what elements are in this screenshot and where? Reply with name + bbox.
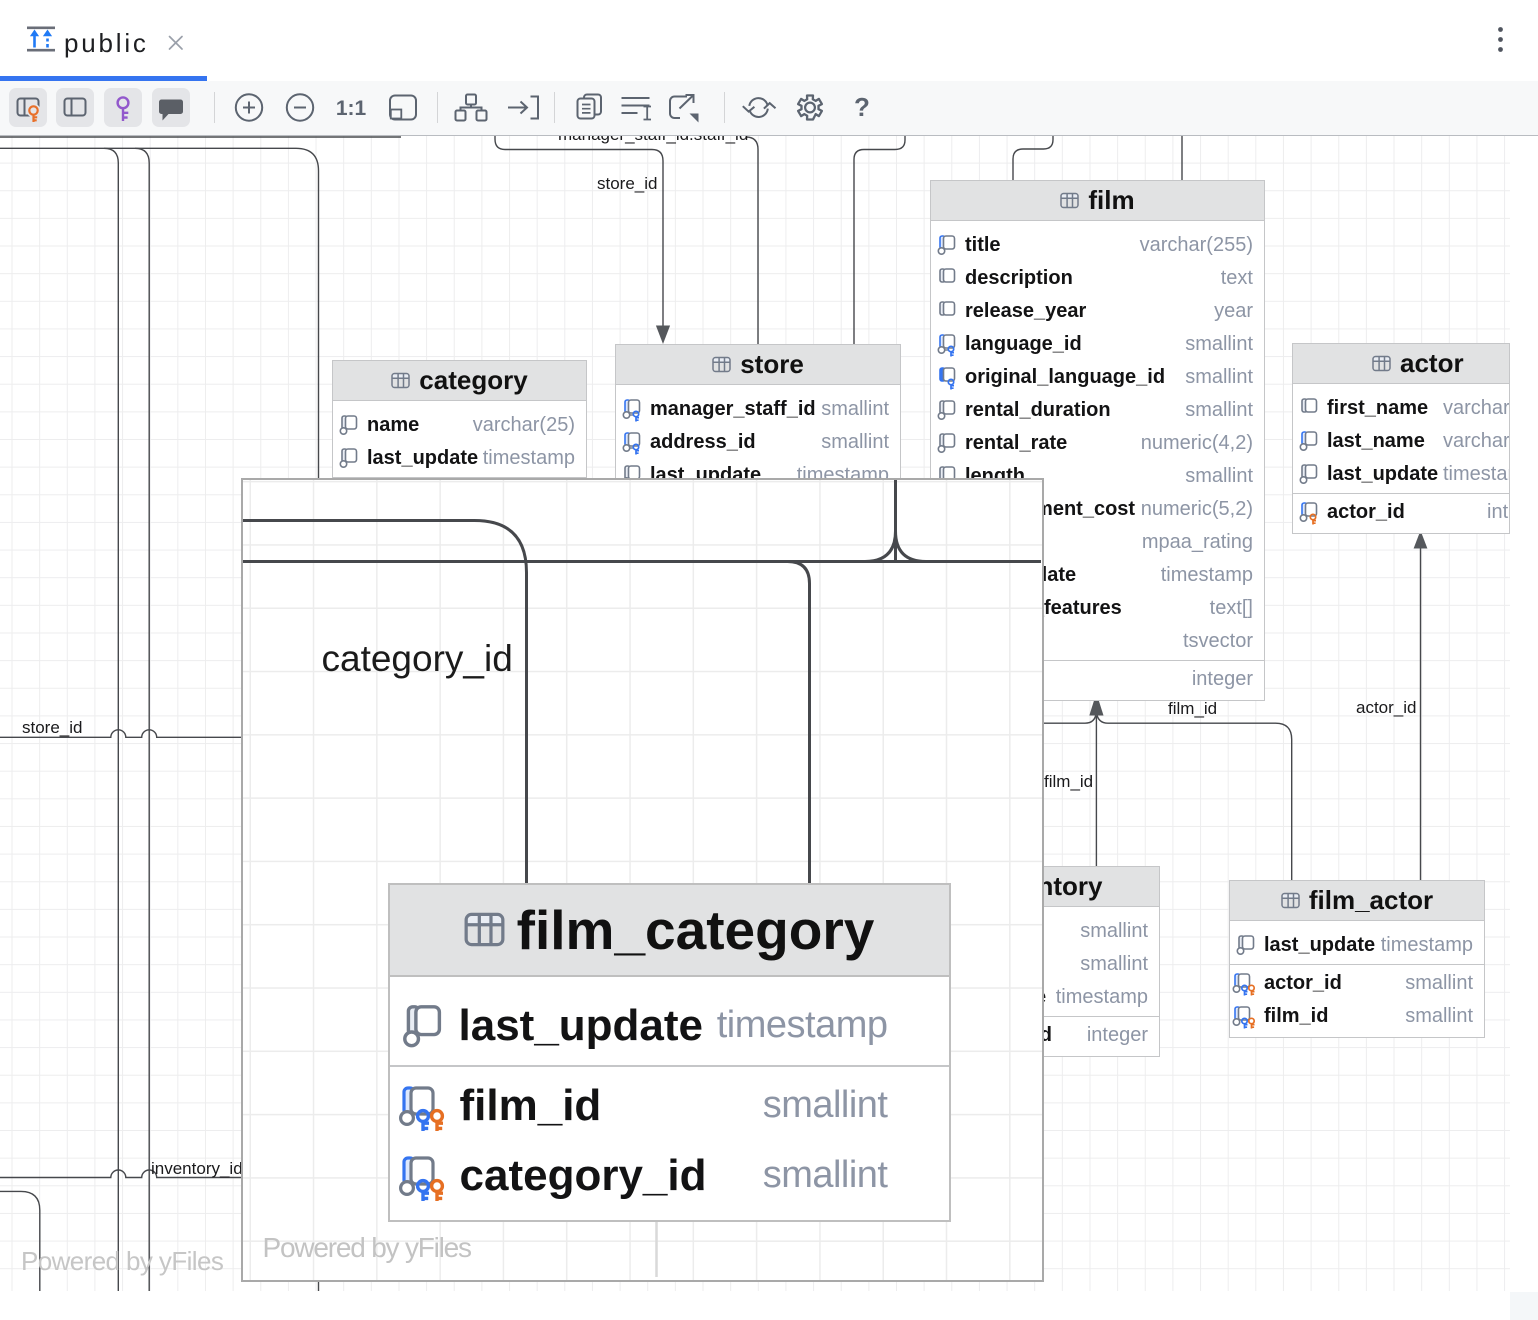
svg-text:?: ? xyxy=(854,92,870,122)
svg-text:1:1: 1:1 xyxy=(336,97,367,120)
